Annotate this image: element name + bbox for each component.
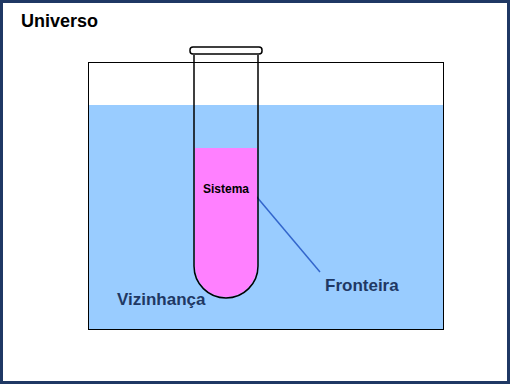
system-tube: Sistema [190,46,262,300]
node-label: Universo [21,11,98,32]
boundary-label: Fronteira [325,276,399,296]
liquid [195,148,257,297]
water-bath [89,105,443,329]
test-tube [190,46,262,300]
leader-line [256,196,320,272]
node-label: Vizinhança [117,290,206,310]
tube-lip [190,47,262,54]
tube-wall [194,55,258,298]
node-label: Sistema [190,182,262,196]
